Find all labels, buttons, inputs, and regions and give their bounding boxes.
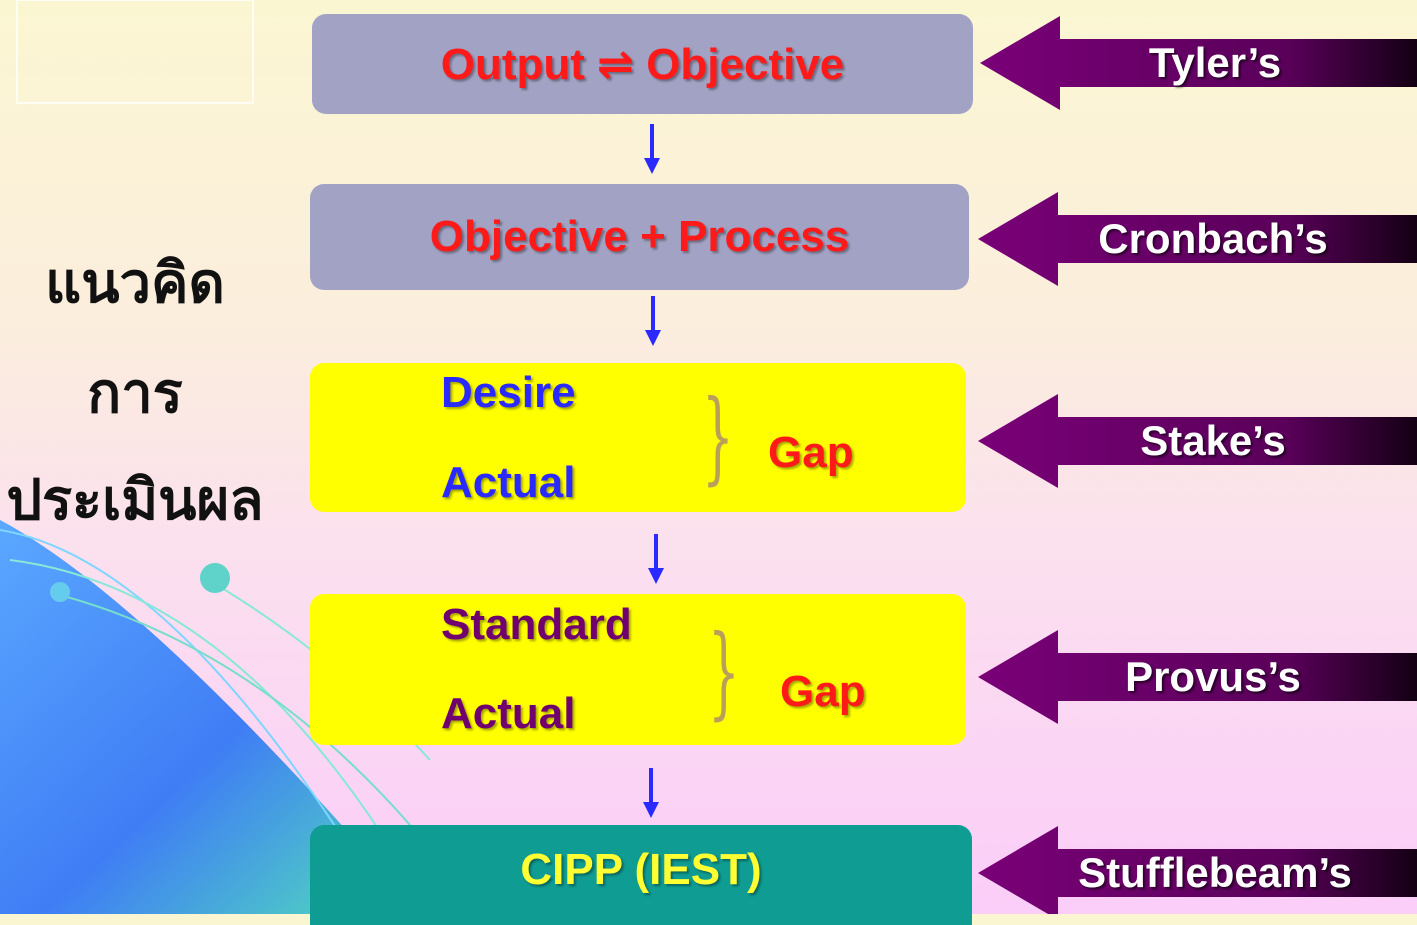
step-objective-process: Objective + Process	[310, 184, 969, 290]
step-1-label: Output ⇌ Objective	[440, 39, 845, 89]
blue-swoosh-shape	[0, 520, 420, 914]
side-title-line-1: แนวคิด	[45, 251, 225, 316]
placeholder-frame	[16, 0, 254, 104]
banner-arrow-provuss	[978, 630, 1417, 724]
down-arrow-icon	[645, 296, 661, 346]
model-label-cronbachs: Cronbach’s	[1098, 215, 1328, 262]
step-standard-actual: Standard Actual } Gap	[310, 594, 966, 745]
step-desire-actual: Desire Actual } Gap	[310, 363, 966, 512]
step-output-objective: Output ⇌ Objective	[312, 14, 973, 114]
model-label-tylers: Tyler’s	[1148, 39, 1282, 86]
banner-arrow-stakes	[978, 394, 1417, 488]
step-4-top-label: Standard	[441, 600, 632, 649]
step-3-bottom-label: Actual	[441, 458, 576, 507]
down-arrow-icon	[644, 124, 660, 174]
side-title-line-3: ประเมินผล	[6, 468, 264, 533]
step-4-gap-label: Gap	[780, 667, 866, 716]
decor-dot-large	[200, 563, 230, 593]
model-label-provuss: Provus’s	[1125, 653, 1301, 700]
down-arrow-icon	[648, 534, 664, 584]
brace-icon: }	[702, 378, 734, 495]
model-label-stufflebeams: Stufflebeam’s	[1078, 849, 1352, 896]
step-3-gap-label: Gap	[768, 428, 854, 477]
banner-arrow-stufflebeams	[978, 826, 1417, 914]
down-arrow-icon	[643, 768, 659, 818]
decor-dot-small	[50, 582, 70, 602]
side-title-line-2: การ	[87, 361, 183, 426]
brace-icon: }	[708, 613, 740, 730]
step-cipp: CIPP (IEST)	[310, 825, 972, 925]
model-label-stakes: Stake’s	[1140, 417, 1286, 464]
step-4-bottom-label: Actual	[441, 689, 576, 738]
banner-arrow-cronbachs	[978, 192, 1417, 286]
banner-arrow-tylers	[980, 16, 1417, 110]
step-3-top-label: Desire	[441, 368, 576, 417]
step-5-label: CIPP (IEST)	[520, 845, 762, 894]
step-2-label: Objective + Process	[429, 212, 850, 261]
